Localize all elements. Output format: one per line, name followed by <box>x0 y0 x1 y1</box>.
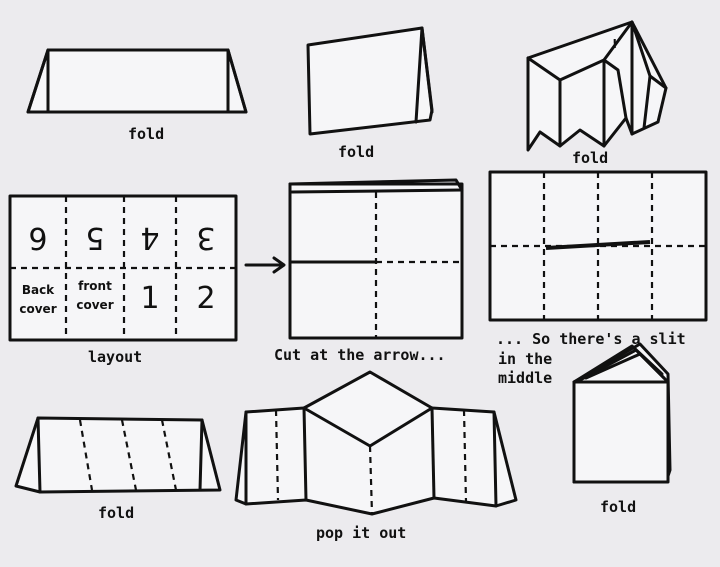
caption-pop: pop it out <box>316 524 406 542</box>
caption-layout: layout <box>88 348 142 366</box>
caption-cut: Cut at the arrow... <box>274 346 446 364</box>
step-8-pop-it-out: pop it out <box>234 370 518 542</box>
panel-page-2: 2 <box>196 281 215 316</box>
step-3-accordion-fold: ! fold <box>526 20 668 167</box>
panel-page-6: 6 <box>28 220 47 255</box>
step-5-cut-at-arrow: Cut at the arrow... <box>274 178 464 364</box>
caption-step-7: fold <box>98 504 134 522</box>
step-2-half-fold: fold <box>306 26 434 161</box>
caption-step-9: fold <box>600 498 636 516</box>
caption-slit-line2: in the <box>498 350 552 368</box>
step-7-long-tent-fold: fold <box>14 416 222 522</box>
caption-step-1: fold <box>128 125 164 143</box>
step-6-slit-in-middle: ... So there's a slit in the middle <box>488 170 708 387</box>
panel-back-cover-line2: cover <box>19 302 56 316</box>
panel-page-3: 3 <box>196 220 215 255</box>
step-9-finished-book: fold <box>572 342 672 516</box>
panel-front-cover-line2: cover <box>76 298 113 312</box>
panel-front-cover-line1: front <box>78 279 112 293</box>
caption-step-2: fold <box>338 143 374 161</box>
caption-step-3: fold <box>572 149 608 167</box>
step-4-layout-grid: 6 5 4 3 Back cover front cover 1 2 layou… <box>8 194 238 366</box>
panel-page-5: 5 <box>85 220 104 255</box>
panel-page-1: 1 <box>140 281 159 316</box>
caption-slit-line1: ... So there's a slit <box>496 330 686 348</box>
step-1-tent-fold: fold <box>26 48 248 143</box>
right-arrow-icon <box>244 256 286 274</box>
panel-page-4: 4 <box>140 220 159 255</box>
caption-slit-line3: middle <box>498 369 552 387</box>
pen-mark: ! <box>612 37 617 51</box>
panel-back-cover-line1: Back <box>22 283 55 297</box>
